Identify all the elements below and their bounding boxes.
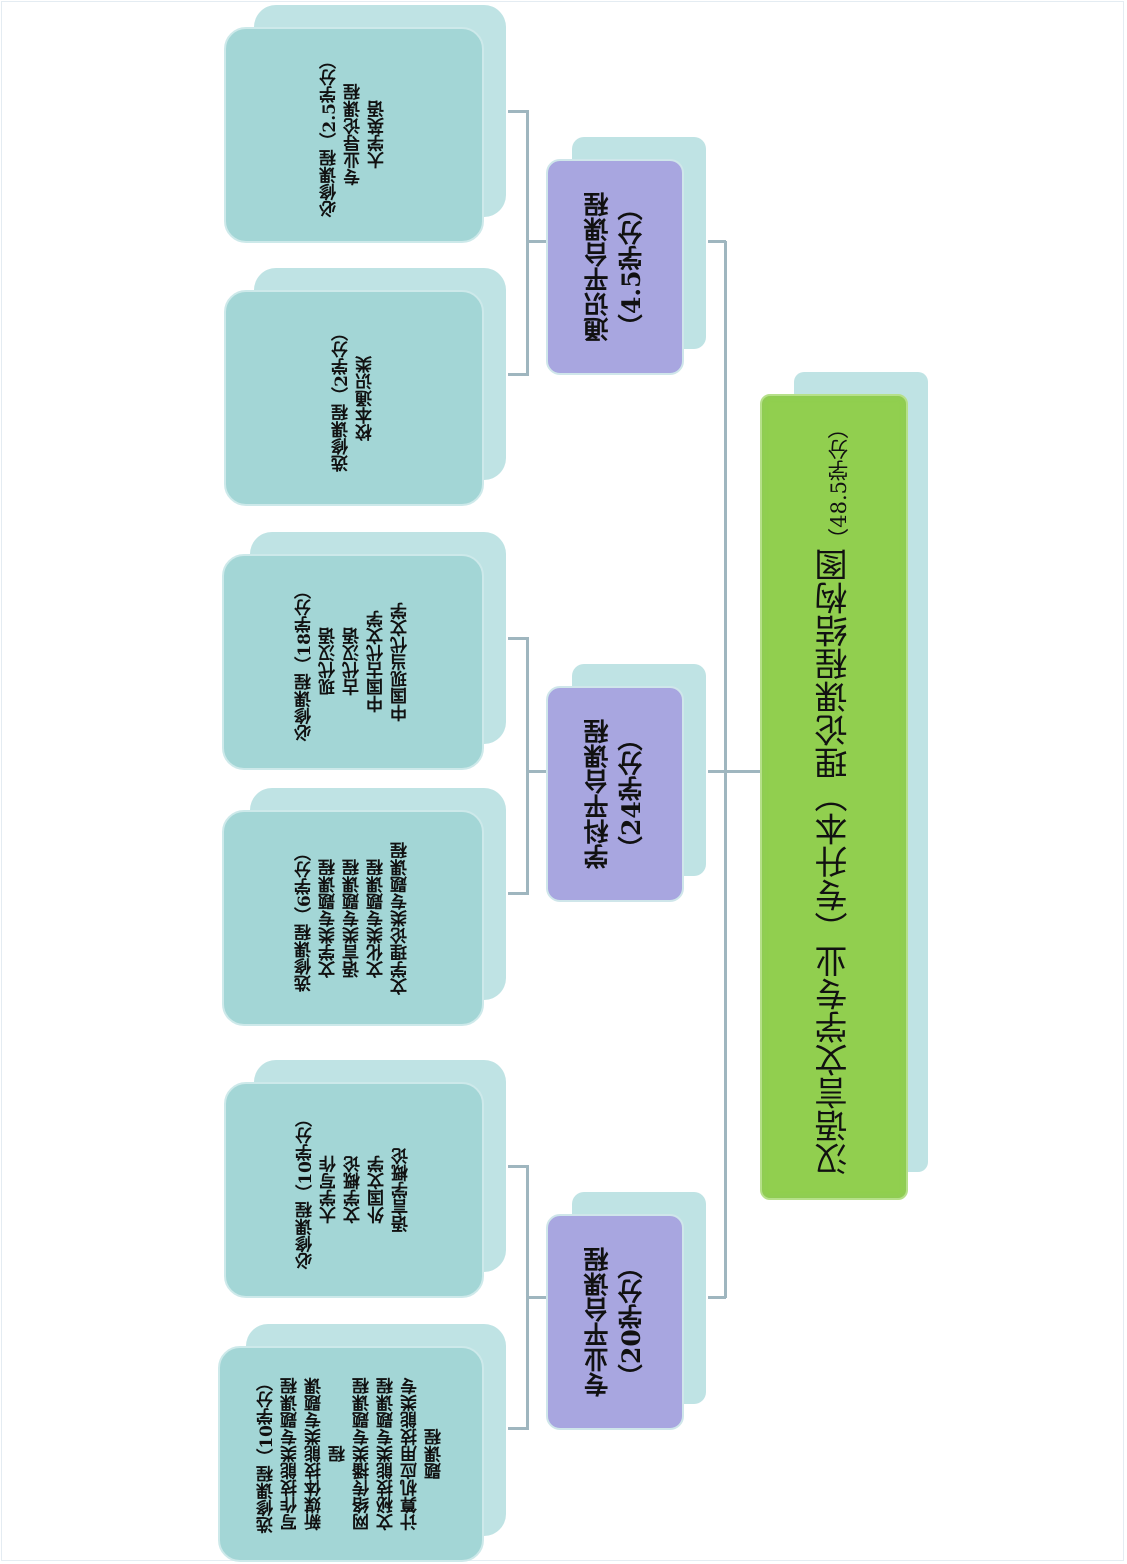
connector [529, 240, 549, 243]
root-node-box: 汉语言文学专业（专升本）理论课程结构图 （48.5学分） [760, 394, 908, 1200]
platform-node-general: 通识平台课程 （4.5学分） [546, 137, 706, 377]
connector [508, 1427, 526, 1430]
root-title: 汉语言文学专业（专升本）理论课程结构图 [814, 548, 853, 1176]
course-group-major-elective: 选修课程（10学分） 写作技能类专题课程 新媒体技能类专题课 程 网络传播类专题… [218, 1324, 506, 1562]
platform-node-discipline: 学科平台课程 （24学分） [546, 664, 706, 904]
course-group-discipline-elective: 选修课程（6学分） 文学类专题课程 语言类专题课程 文化类专题课程 文学理论类专… [222, 788, 506, 1028]
root-credits: （48.5学分） [827, 418, 851, 549]
course-group-text: 选修课程（10学分） 写作技能类专题课程 新媒体技能类专题课 程 网络传播类专题… [257, 1374, 445, 1534]
connector [708, 240, 726, 243]
course-group-general-required: 必修课程（2.5学分） 专业导论课程 大学英语 [224, 5, 506, 245]
course-group-text: 选修课程（6学分） 文学类专题课程 语言类专题课程 文化类专题课程 文学理论类专… [295, 841, 411, 995]
connector [529, 770, 549, 773]
course-group-text: 选修课程（2学分） 校本通识类 [332, 324, 376, 472]
connector [508, 373, 526, 376]
platform-label: 专业平台课程 （20学分） [583, 1247, 646, 1397]
connector [526, 110, 529, 376]
connector [526, 1165, 529, 1430]
course-group-general-elective: 选修课程（2学分） 校本通识类 [224, 268, 506, 508]
platform-label: 学科平台课程 （24学分） [583, 719, 646, 869]
course-group-major-required: 必修课程（10学分） 大学写作 文学概论 外国文学 语言学概论 [224, 1060, 506, 1300]
root-node: 汉语言文学专业（专升本）理论课程结构图 （48.5学分） [760, 372, 930, 1202]
platform-label: 通识平台课程 （4.5学分） [583, 192, 646, 342]
connector [708, 770, 726, 773]
course-group-text: 必修课程（10学分） 大学写作 文学概论 外国文学 语言学概论 [296, 1110, 412, 1270]
connector [724, 241, 727, 1298]
connector [508, 637, 526, 640]
platform-node-major: 专业平台课程 （20学分） [546, 1192, 706, 1432]
connector [508, 892, 526, 895]
connector [529, 1296, 549, 1299]
connector [526, 637, 529, 895]
connector [508, 1165, 526, 1168]
course-group-text: 必修课程（18学分） 现代汉语 古代汉语 中国古代文学 中国现当代文学 [295, 582, 411, 742]
connector [708, 1296, 726, 1299]
course-group-discipline-required: 必修课程（18学分） 现代汉语 古代汉语 中国古代文学 中国现当代文学 [222, 532, 506, 772]
course-group-text: 必修课程（2.5学分） 专业导论课程 大学英语 [320, 52, 388, 218]
connector [727, 770, 763, 773]
connector [508, 110, 526, 113]
